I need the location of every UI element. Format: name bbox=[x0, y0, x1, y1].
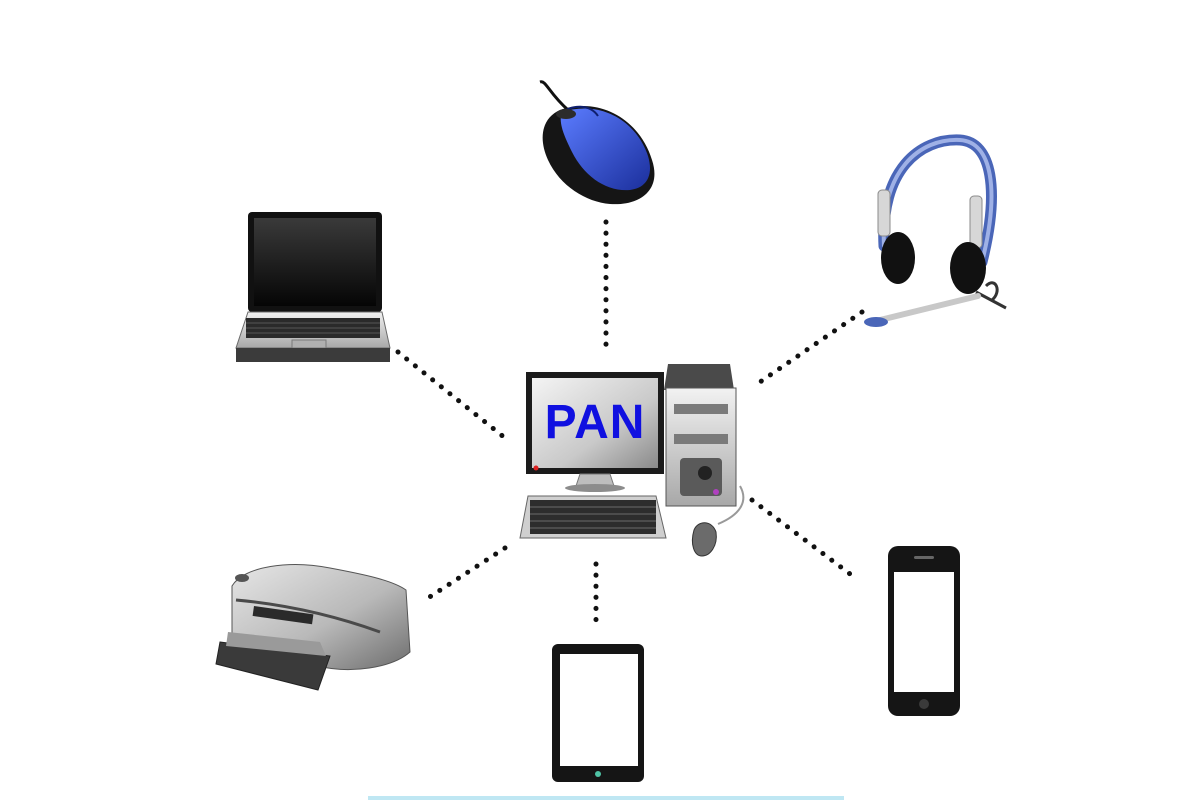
printer-icon bbox=[215, 564, 411, 691]
laptop-icon bbox=[235, 212, 391, 362]
edge-center-smartphone bbox=[749, 497, 861, 583]
desktop-computer-icon: PAN bbox=[519, 364, 745, 557]
tablet-icon bbox=[552, 644, 644, 782]
bottom-accent-bar bbox=[368, 796, 844, 800]
edge-center-laptop bbox=[395, 349, 513, 445]
edge-center-headset bbox=[757, 309, 865, 385]
edge-center-printer bbox=[422, 545, 508, 603]
headset-icon bbox=[864, 134, 1007, 327]
computer-mouse-icon bbox=[539, 80, 655, 205]
pan-label: PAN bbox=[545, 396, 646, 449]
connectors bbox=[395, 219, 865, 631]
smartphone-icon bbox=[888, 546, 960, 716]
